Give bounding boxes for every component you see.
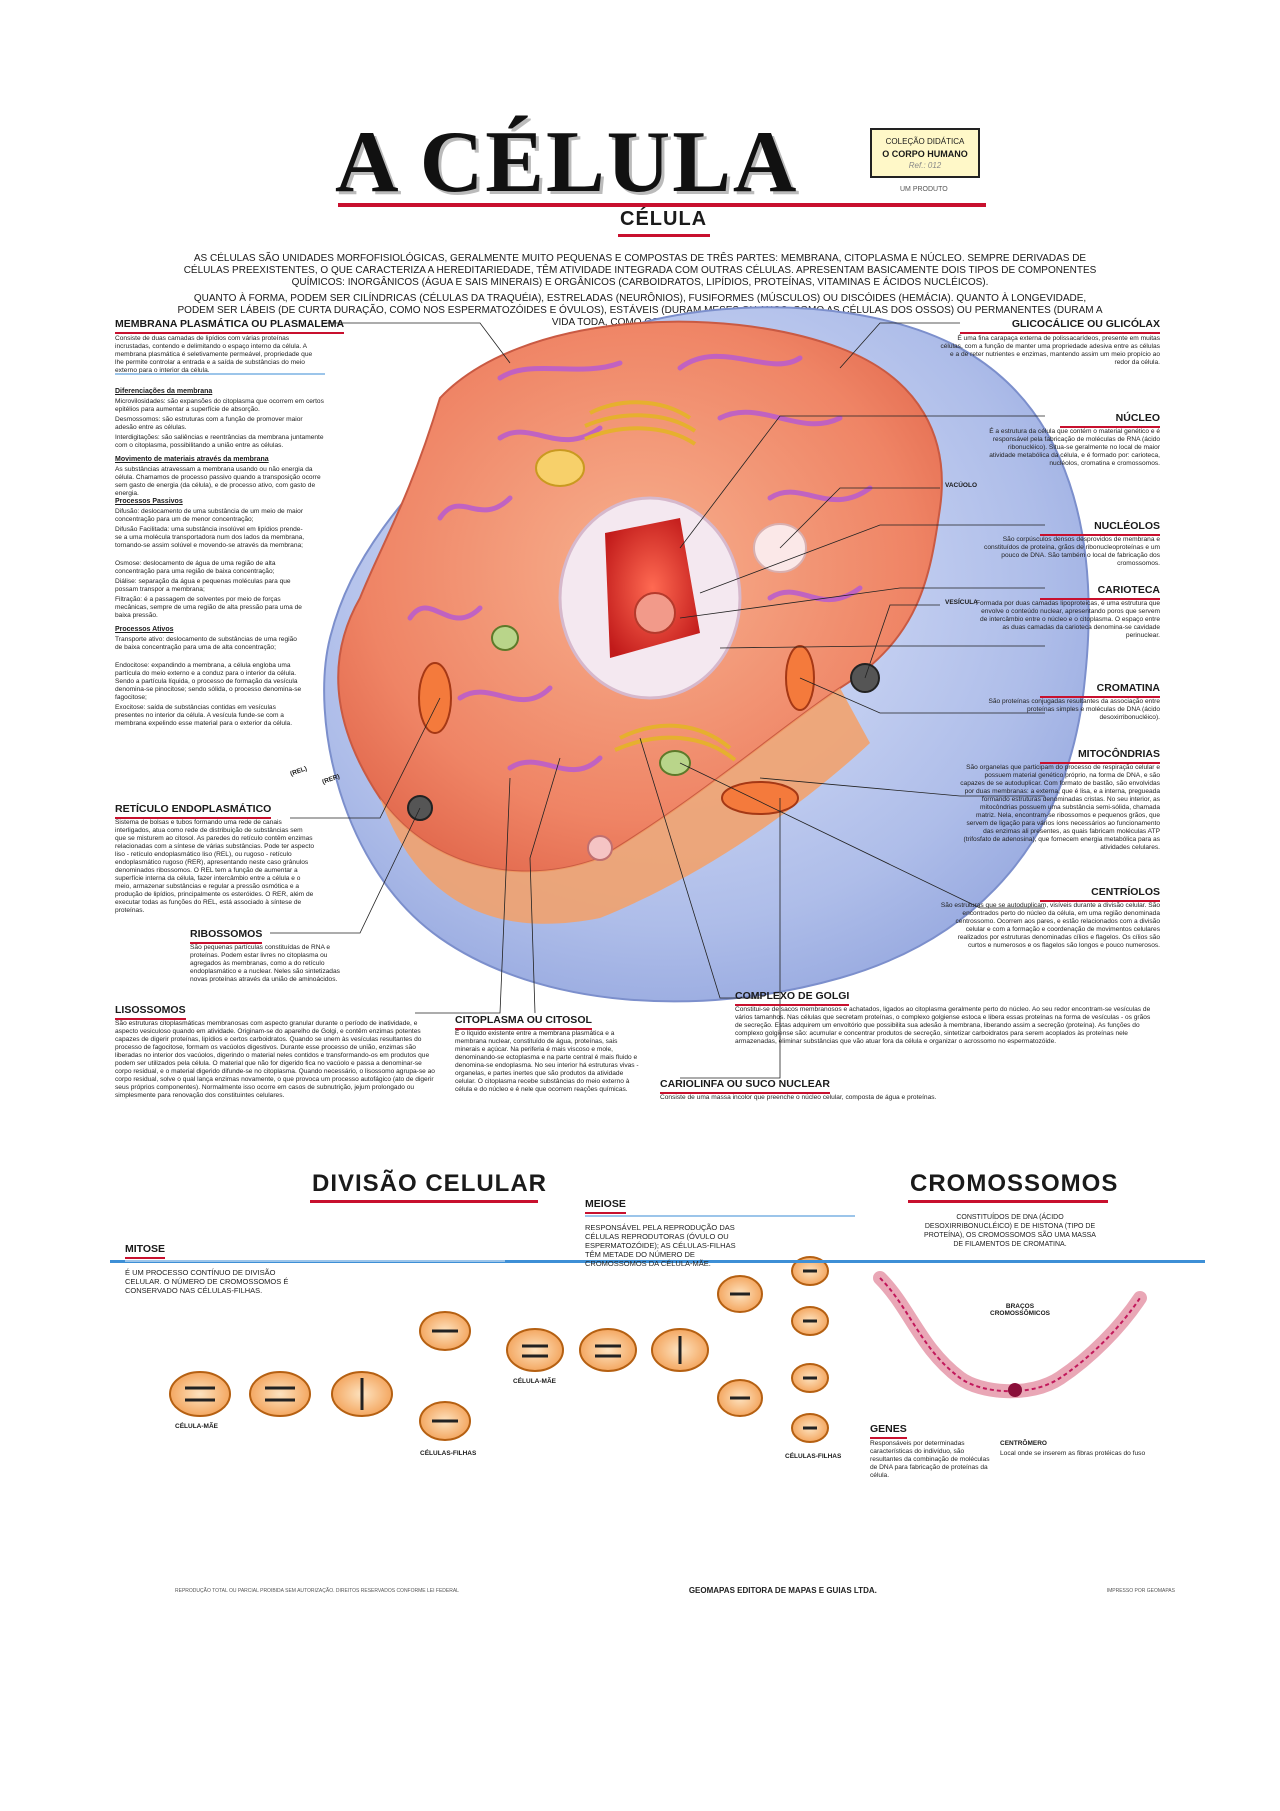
text-nucleolos: São corpúsculos densos desprovidos de me… xyxy=(984,536,1160,567)
mitosis-cells xyxy=(169,1311,471,1441)
golgi-complex xyxy=(584,400,737,762)
footer-publisher: GEOMAPAS EDITORA DE MAPAS E GUIAS LTDA. xyxy=(688,1586,877,1595)
label-golgi: COMPLEXO DE GOLGI xyxy=(735,990,850,1006)
collection-ref: Ref.: 012 xyxy=(908,161,942,170)
label-glicocalice: GLICOCÁLICE OU GLICÓLAX xyxy=(960,318,1160,334)
sub-diferenciacoes: Diferenciações da membrana xyxy=(115,388,213,395)
label-mitose-mae: CÉLULA-MÃE xyxy=(175,1423,218,1430)
sub-ativos: Processos Ativos xyxy=(115,626,174,633)
text-movimento: As substâncias atravessam a membrana usa… xyxy=(115,466,321,497)
label-citoplasma: CITOPLASMA OU CITOSOL xyxy=(455,1014,592,1030)
label-genes: GENES xyxy=(870,1423,907,1439)
text-citoplasma: É o líquido existente entre a membrana p… xyxy=(455,1030,639,1093)
leader-lines xyxy=(270,322,1045,1079)
label-nucleo: NÚCLEO xyxy=(1060,412,1160,428)
centriole-2 xyxy=(491,625,519,651)
sub-movimento: Movimento de materiais através da membra… xyxy=(115,456,269,463)
collection-badge: COLEÇÃO DIDÁTICA O CORPO HUMANO Ref.: 01… xyxy=(870,128,980,178)
footer-printer: IMPRESSO POR GEOMAPAS xyxy=(1106,1587,1175,1594)
text-cromatina: São proteínas conjugadas resultantes da … xyxy=(988,698,1160,721)
text-desmossomos: Desmossomos: são estruturas com a função… xyxy=(115,416,303,431)
text-filtracao: Filtração: é a passagem de solventes por… xyxy=(115,596,302,619)
celula-underline xyxy=(618,234,710,237)
centriole xyxy=(659,750,691,776)
text-meiose: RESPONSÁVEL PELA REPRODUÇÃO DAS CÉLULAS … xyxy=(585,1223,736,1268)
text-cariolinfa: Consiste de uma massa incolor que preenc… xyxy=(660,1094,937,1101)
celula-heading: CÉLULA xyxy=(620,208,708,230)
chromosome xyxy=(873,1271,1147,1399)
text-difusao: Difusão: deslocamento de uma substância … xyxy=(115,508,304,523)
cromossomos-heading: CROMOSSOMOS xyxy=(910,1170,1119,1197)
label-ribossomos: RIBOSSOMOS xyxy=(190,928,263,944)
meiose-rule xyxy=(585,1215,855,1217)
text-ribossomos: São pequenas partículas constituídas de … xyxy=(190,944,340,983)
collection-line1: COLEÇÃO DIDÁTICA xyxy=(885,137,965,146)
label-lisossomos: LISOSSOMOS xyxy=(115,1004,186,1020)
label-meiose: MEIOSE xyxy=(585,1198,626,1214)
label-cariolinfa: CARIOLINFA OU SUCO NUCLEAR xyxy=(660,1078,830,1094)
label-meiose-mae: CÉLULA-MÃE xyxy=(513,1378,556,1385)
collection-line2: O CORPO HUMANO xyxy=(882,149,968,159)
label-meiose-filhas: CÉLULAS-FILHAS xyxy=(785,1453,842,1460)
text-transporte-ativo: Transporte ativo: deslocamento de substâ… xyxy=(115,636,297,651)
label-membrana: MEMBRANA PLASMÁTICA OU PLASMALEMA xyxy=(115,318,345,334)
text-mitose: É UM PROCESSO CONTÍNUO DE DIVISÃO CELULA… xyxy=(125,1268,289,1295)
divisao-heading: DIVISÃO CELULAR xyxy=(312,1170,548,1197)
nucleolus xyxy=(634,592,676,634)
title-underline xyxy=(338,203,986,207)
sub-passivos: Processos Passivos xyxy=(115,498,183,505)
nucleus-interior xyxy=(605,518,700,658)
label-vesicula: VESÍCULA xyxy=(945,599,978,606)
lysosome xyxy=(535,449,585,487)
text-membrana: Consiste de duas camadas de lipídios com… xyxy=(115,335,313,374)
text-mitocondrias: São organelas que participam do processo… xyxy=(960,764,1160,851)
chromosome-filament xyxy=(879,1277,1141,1393)
cell-diagram xyxy=(169,306,1147,1443)
page-title: A CÉLULA xyxy=(335,114,799,211)
text-cromossomos: CONSTITUÍDOS DE DNA (ÁCIDO DESOXIRRIBONU… xyxy=(924,1214,1096,1248)
footer: REPRODUÇÃO TOTAL OU PARCIAL PROIBIDA SEM… xyxy=(175,1586,1175,1595)
text-dialise: Diálise: separação da água e pequenas mo… xyxy=(115,578,291,593)
cromossomos-underline xyxy=(908,1200,1108,1203)
mitose-rule xyxy=(125,1260,505,1262)
text-difusao-facilitada: Difusão Facilitada: uma substância insol… xyxy=(115,526,305,549)
text-endocitose: Endocitose: expandindo a membrana, a cél… xyxy=(115,662,302,701)
text-carioteca: Formada por duas camadas lipoproteicas, … xyxy=(976,600,1160,639)
label-reticulo: RETÍCULO ENDOPLASMÁTICO xyxy=(115,803,272,819)
text-exocitose: Exocitose: saída de substâncias contidas… xyxy=(115,704,293,727)
label-mitose-filhas: CÉLULAS-FILHAS xyxy=(420,1450,477,1457)
membrana-divider xyxy=(115,373,325,375)
text-nucleo: É a estrutura da célula que contém o mat… xyxy=(989,428,1160,467)
label-cromatina: CROMATINA xyxy=(1040,682,1160,698)
label-vacuolo: VACÚOLO xyxy=(945,482,978,489)
text-genes: Responsáveis por determinadas caracterís… xyxy=(870,1440,990,1479)
text-golgi: Constitui-se de sacos membranosos e acha… xyxy=(735,1006,1151,1045)
text-microvilosidades: Microvilosidades: são expansões do citop… xyxy=(115,398,324,413)
label-centromero: CENTRÔMERO xyxy=(1000,1440,1047,1447)
poster: A CÉLULA COLEÇÃO DIDÁTICA O CORPO HUMANO… xyxy=(80,78,1235,1618)
intro-paragraph-1: AS CÉLULAS SÃO UNIDADES MORFOFISIOLÓGICA… xyxy=(183,253,1097,288)
divisao-underline xyxy=(310,1200,538,1203)
meiosis-cells xyxy=(506,1256,829,1443)
label-bracos: BRAÇOS CROMOSSÔMICOS xyxy=(990,1303,1050,1317)
label-carioteca: CARIOTECA xyxy=(1040,584,1160,600)
section-divider xyxy=(110,1260,1205,1263)
text-glicocalice: É uma fina carapaça externa de polissaca… xyxy=(940,335,1160,366)
label-mitose: MITOSE xyxy=(125,1243,166,1259)
text-centriolos: São estruturas que se autoduplicam, visí… xyxy=(940,902,1160,949)
label-nucleolos: NUCLÉOLOS xyxy=(1040,520,1160,536)
produto-label: UM PRODUTO xyxy=(900,186,948,193)
text-lisossomos: São estruturas citoplasmáticas membranos… xyxy=(115,1020,435,1099)
centromere xyxy=(1008,1383,1022,1397)
text-reticulo: Sistema de bolsas e tubos formando uma r… xyxy=(115,819,315,914)
text-centromero: Local onde se inserem as fibras protéica… xyxy=(1000,1450,1146,1457)
text-osmose: Osmose: deslocamento de água de uma regi… xyxy=(115,560,276,575)
label-centriolos: CENTRÍOLOS xyxy=(1040,886,1160,902)
label-mitocondrias: MITOCÔNDRIAS xyxy=(1040,748,1160,764)
ribosome-vesicle xyxy=(587,835,613,861)
footer-copyright: REPRODUÇÃO TOTAL OU PARCIAL PROIBIDA SEM… xyxy=(175,1587,459,1594)
text-interdigitacoes: Interdigitações: são saliências e reentr… xyxy=(115,434,324,449)
